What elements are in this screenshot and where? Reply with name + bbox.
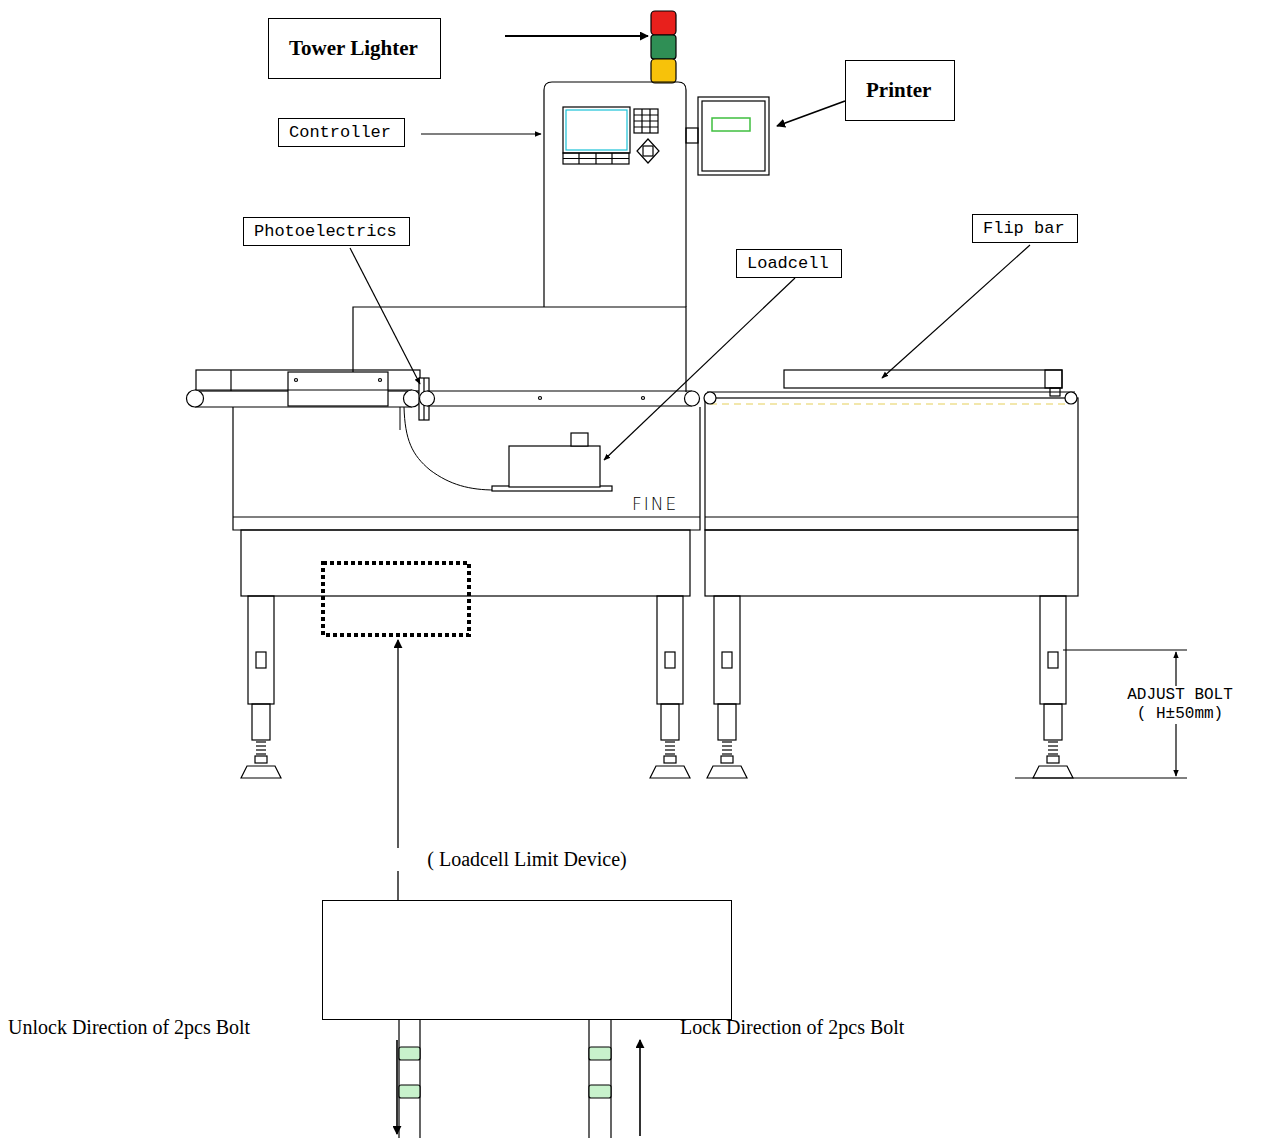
callout-box: Printer — [845, 60, 955, 121]
adjust-legs — [241, 596, 1073, 778]
tower-light — [505, 11, 676, 83]
reject-conveyor — [704, 245, 1078, 596]
node-label: Loadcell — [747, 254, 831, 273]
controller-cabinet — [421, 82, 686, 307]
direction-note: Unlock Direction of 2pcs Bolt — [8, 1016, 250, 1039]
loadcell — [492, 278, 795, 491]
device-outline — [322, 900, 732, 1020]
callout-box: Loadcell — [736, 249, 842, 278]
hood — [353, 307, 686, 398]
limit-device-box: ( Loadcell Limit Device) — [322, 848, 732, 1020]
callout-box: Photoelectrics — [243, 217, 410, 246]
node-label: Controller — [289, 123, 394, 142]
callout-box: Controller — [278, 118, 405, 147]
node-label: Tower Lighter — [289, 36, 420, 61]
limit-device-location — [323, 563, 469, 635]
node-label: ( Loadcell Limit Device) — [322, 848, 732, 871]
brand-logo: FINE — [630, 494, 680, 514]
photoelectric-sensor — [350, 248, 429, 420]
node-label: Flip bar — [983, 219, 1067, 238]
infeed-conveyor — [187, 370, 421, 407]
printer-unit — [686, 97, 845, 175]
callout-box: Tower Lighter — [268, 18, 441, 79]
limit-bolts — [397, 1020, 640, 1138]
weigh-conveyor — [420, 391, 700, 406]
callout-box: Flip bar — [972, 214, 1078, 243]
node-label: Photoelectrics — [254, 222, 399, 241]
dimension-label: ADJUST BOLT ( H±50mm) — [1120, 686, 1240, 724]
node-label: Printer — [866, 78, 934, 103]
direction-note: Lock Direction of 2pcs Bolt — [680, 1016, 904, 1039]
